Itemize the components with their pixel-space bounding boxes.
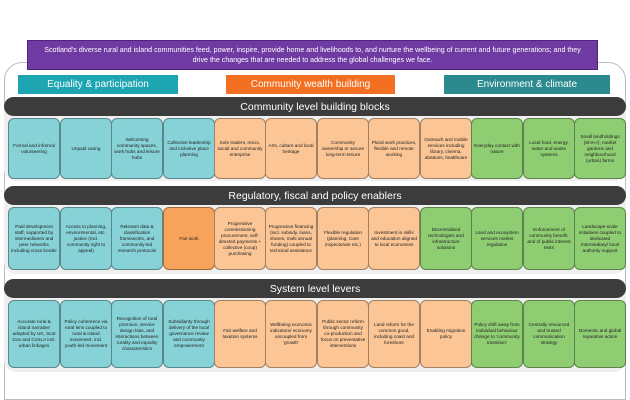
building-block-card: Plural work practices, flexible and remo… [368, 118, 420, 179]
enabler-card: Progressive financing (incl. subsidy, lo… [265, 207, 317, 270]
card-text: Relevant data & classification framework… [117, 223, 157, 253]
card-text: Collective leadership and inclusive plac… [167, 139, 211, 157]
section-title: System level levers [269, 282, 361, 295]
enabler-card: Fair work [163, 207, 215, 270]
card-text: Progressive commissioning procurement, s… [218, 220, 262, 256]
system-lever-card: Recognition of rural premium, service de… [111, 300, 163, 368]
building-block-card: Community ownership or secure long-term … [317, 118, 369, 179]
building-block-card: Unpaid caring [60, 118, 112, 179]
building-block-card: Everyday contact with nature [471, 118, 523, 179]
card-text: Investment in skills and education align… [371, 229, 417, 247]
card-text: Policy coherence via rural lens coupled … [64, 319, 108, 348]
card-text: Paid development staff, supported by int… [11, 223, 57, 253]
card-text: Recognition of rural premium, service de… [115, 316, 159, 351]
enabler-card: Paid development staff, supported by int… [8, 207, 60, 270]
card-text: Public sector reform through community c… [320, 319, 366, 348]
enabler-card: Decentralised technologies and infrastru… [420, 207, 472, 270]
card-text: Unpaid caring [71, 145, 101, 151]
card-text: Domestic and global reparative action [578, 328, 622, 339]
building-block-card: Formal and informal volunteering [8, 118, 60, 179]
card-text: Policy shift away from individual behavi… [474, 322, 520, 345]
system-lever-card: Subsidiarity through delivery of the loc… [163, 300, 215, 368]
system-lever-card: Land reform for the common good, includi… [368, 300, 420, 368]
card-text: Welcoming community spaces, work hubs an… [114, 136, 160, 160]
building-block-card: Outreach and mobile services including l… [420, 118, 472, 179]
theme-equality-label: Equality & participation [47, 79, 149, 90]
system-lever-card: Policy coherence via rural lens coupled … [60, 300, 112, 368]
card-text: Land and ecosystem services market regul… [475, 229, 519, 247]
theme-environment-label: Environment & climate [476, 79, 578, 90]
card-text: Enforcement of community benefit, and of… [527, 226, 571, 250]
system-lever-card: Centrally resourced and trusted communic… [523, 300, 575, 368]
card-text: Formal and informal volunteering [13, 142, 55, 154]
section-banner: System level levers [4, 279, 626, 298]
system-lever-card: Domestic and global reparative action [574, 300, 626, 368]
card-text: Everyday contact with nature [474, 142, 520, 154]
building-block-card: Small landholdings (SHA-r), market garde… [574, 118, 626, 179]
card-text: Subsidiarity through delivery of the loc… [168, 319, 210, 348]
card-text: Local food, energy, water and waste syst… [529, 139, 569, 157]
card-text: Fair welfare and taxation systems [222, 328, 258, 339]
building-block-card: Arts, culture and local heritage [265, 118, 317, 179]
theme-environment-climate: Environment & climate [444, 75, 610, 94]
system-lever-card: Policy shift away from individual behavi… [471, 300, 523, 368]
theme-equality-participation: Equality & participation [18, 75, 178, 94]
card-text: Outreach and mobile services including l… [424, 136, 468, 160]
enabler-card: Access to planning, environmental, etc. … [60, 207, 112, 270]
building-block-card: Welcoming community spaces, work hubs an… [111, 118, 163, 179]
system-lever-card: Public sector reform through community c… [317, 300, 369, 368]
card-text: Plural work practices, flexible and remo… [371, 139, 417, 157]
system-lever-card: Wellbeing economic indicators/ economy u… [265, 300, 317, 368]
card-text: Flexible regulation (planning, Care insp… [323, 229, 363, 247]
section-title: Community level building blocks [240, 100, 390, 113]
section-title: Regulatory, fiscal and policy enablers [228, 189, 402, 202]
card-text: Progressive financing (incl. subsidy, lo… [268, 223, 314, 253]
theme-community-wealth-building: Community wealth building [226, 75, 395, 94]
section-banner: Regulatory, fiscal and policy enablers [4, 186, 626, 205]
card-text: Arts, culture and local heritage [268, 142, 314, 154]
card-text: Landscape-scale initiatives coupled to d… [578, 223, 622, 253]
building-block-card: Collective leadership and inclusive plac… [163, 118, 215, 179]
system-lever-card: Fair welfare and taxation systems [214, 300, 266, 368]
theme-community-wealth-label: Community wealth building [250, 79, 371, 90]
enabler-card: Investment in skills and education align… [368, 207, 420, 270]
card-text: Centrally resourced and trusted communic… [528, 322, 570, 345]
enabler-card: Landscape-scale initiatives coupled to d… [574, 207, 626, 270]
card-text: Sole traders, micro, social and communit… [217, 139, 263, 157]
enabler-card: Enforcement of community benefit, and of… [523, 207, 575, 270]
card-text: Land reform for the common good, includi… [373, 322, 415, 345]
section-banner: Community level building blocks [4, 97, 626, 116]
building-block-card: Sole traders, micro, social and communit… [214, 118, 266, 179]
card-text: Wellbeing economic indicators/ economy u… [270, 322, 312, 345]
vision-statement: Scotland’s diverse rural and island comm… [27, 40, 598, 70]
card-text: Enabling migration policy [426, 328, 466, 339]
system-lever-card: Accurate rural & island narrative adopte… [8, 300, 60, 368]
card-text: Accurate rural & island narrative adopte… [12, 319, 56, 348]
card-text: Access to planning, environmental, etc. … [65, 223, 107, 253]
card-text: Small landholdings (SHA-r), market garde… [580, 133, 620, 163]
enabler-card: Flexible regulation (planning, Care insp… [317, 207, 369, 270]
enabler-card: Land and ecosystem services market regul… [471, 207, 523, 270]
building-block-card: Local food, energy, water and waste syst… [523, 118, 575, 179]
vision-text: Scotland’s diverse rural and island comm… [44, 46, 581, 64]
card-text: Fair work [179, 235, 199, 241]
system-lever-card: Enabling migration policy [420, 300, 472, 368]
card-text: Decentralised technologies and infrastru… [428, 226, 464, 250]
enabler-card: Relevant data & classification framework… [111, 207, 163, 270]
enabler-card: Progressive commissioning procurement, s… [214, 207, 266, 270]
card-text: Community ownership or secure long-term … [321, 139, 365, 157]
